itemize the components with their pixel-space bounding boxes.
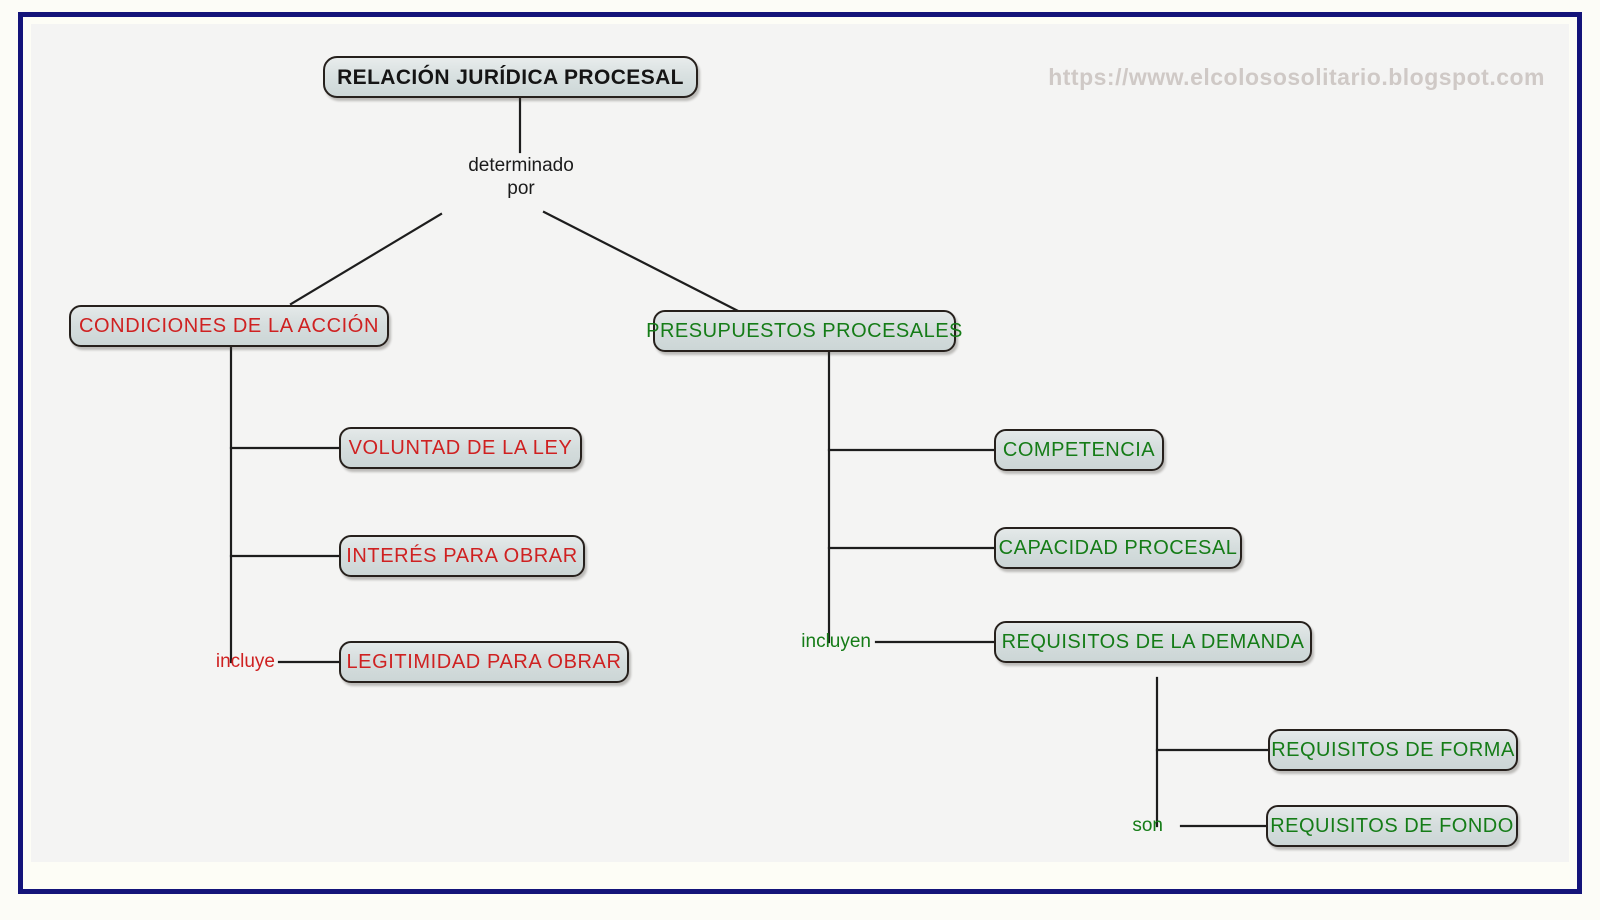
node-label: INTERÉS PARA OBRAR	[346, 545, 578, 567]
node-competencia[interactable]: COMPETENCIA	[994, 429, 1164, 471]
edge-label-incluye: incluye	[215, 651, 275, 672]
node-label: CONDICIONES DE LA ACCIÓN	[78, 315, 379, 337]
node-requisitos-de-la-demanda[interactable]: REQUISITOS DE LA DEMANDA	[994, 621, 1312, 663]
node-label: REQUISITOS DE FORMA	[1271, 739, 1515, 761]
node-voluntad-de-la-ley[interactable]: VOLUNTAD DE LA LEY	[339, 427, 582, 469]
node-relacion-juridica-procesal[interactable]: RELACIÓN JURÍDICA PROCESAL	[323, 56, 698, 98]
edge-label-determinado-por: determinado por	[468, 155, 574, 199]
node-label: REQUISITOS DE LA DEMANDA	[1001, 631, 1305, 653]
node-condiciones-de-la-accion[interactable]: CONDICIONES DE LA ACCIÓN	[69, 305, 389, 347]
node-label: VOLUNTAD DE LA LEY	[348, 437, 573, 459]
edge-label-son: son	[1132, 815, 1163, 836]
node-label: PRESUPUESTOS PROCESALES	[646, 320, 963, 342]
node-label: COMPETENCIA	[1002, 439, 1156, 461]
edge-root-to-condiciones	[289, 212, 443, 306]
node-capacidad-procesal[interactable]: CAPACIDAD PROCESAL	[994, 527, 1242, 569]
edge-root-to-presupuestos	[542, 210, 746, 316]
diagram-frame: RELACIÓN JURÍDICA PROCESAL determinado p…	[18, 12, 1582, 894]
node-label: LEGITIMIDAD PARA OBRAR	[346, 651, 622, 673]
edge-label-incluyen: incluyen	[801, 631, 871, 652]
diagram-canvas: RELACIÓN JURÍDICA PROCESAL determinado p…	[31, 24, 1569, 862]
node-presupuestos-procesales[interactable]: PRESUPUESTOS PROCESALES	[646, 310, 962, 352]
node-label: RELACIÓN JURÍDICA PROCESAL	[337, 65, 684, 89]
node-interes-para-obrar[interactable]: INTERÉS PARA OBRAR	[339, 535, 585, 577]
node-label: REQUISITOS DE FONDO	[1270, 815, 1514, 837]
node-requisitos-de-forma[interactable]: REQUISITOS DE FORMA	[1268, 729, 1518, 771]
node-legitimidad-para-obrar[interactable]: LEGITIMIDAD PARA OBRAR	[339, 641, 629, 683]
node-label: CAPACIDAD PROCESAL	[998, 537, 1238, 559]
watermark-url: https://www.elcolososolitario.blogspot.c…	[1048, 64, 1545, 90]
node-requisitos-de-fondo[interactable]: REQUISITOS DE FONDO	[1266, 805, 1518, 847]
